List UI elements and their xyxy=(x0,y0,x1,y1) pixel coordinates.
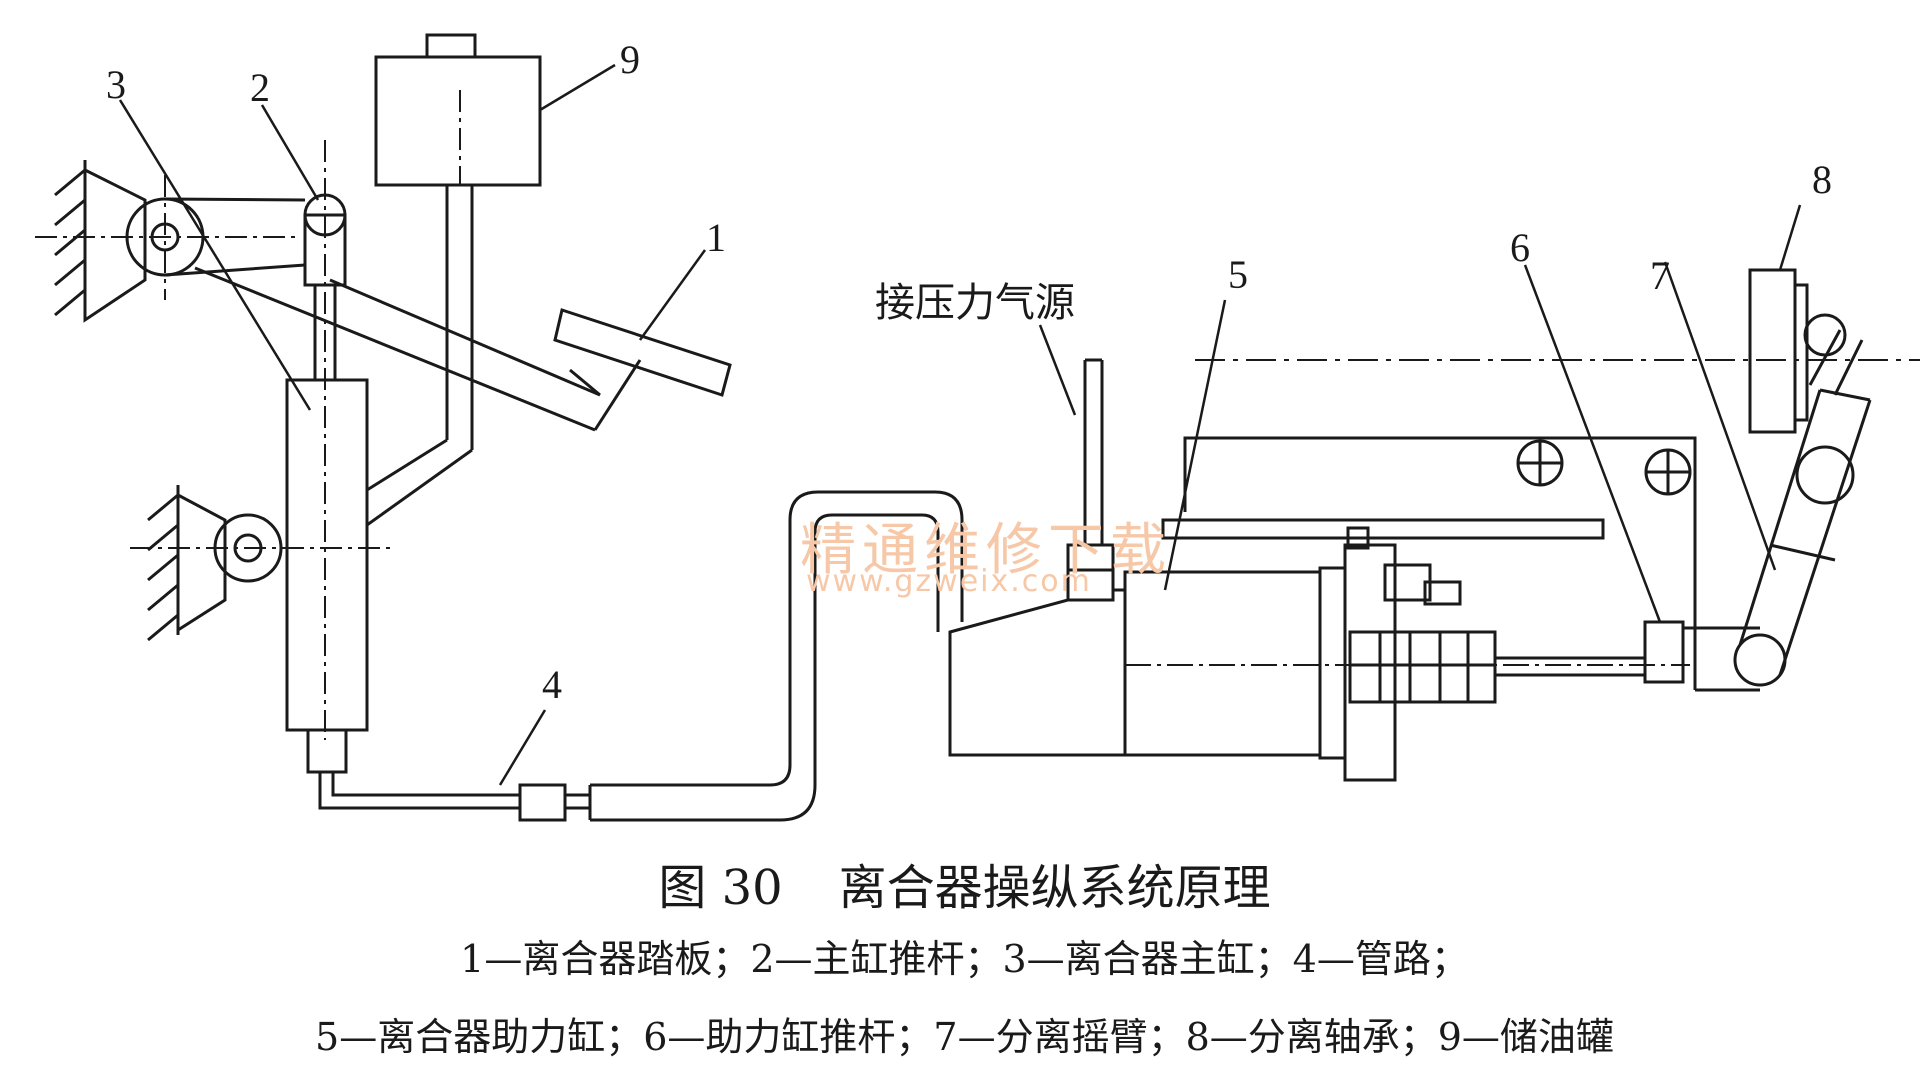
air-source-label: 接压力气源 xyxy=(875,280,1075,326)
watermark-url: www.gzweix.com xyxy=(806,564,1092,599)
booster-cylinder xyxy=(948,526,1690,782)
oil-reservoir xyxy=(366,33,542,527)
callout-8: 8 xyxy=(1812,157,1832,202)
pipeline xyxy=(318,490,964,822)
figure-caption: 图 30 离合器操纵系统原理 xyxy=(0,848,1929,918)
figure-number: 图 30 xyxy=(658,860,783,916)
master-push-rod xyxy=(303,140,347,740)
clutch-pedal xyxy=(164,197,732,432)
booster-push-rod xyxy=(1643,620,1760,684)
release-bearing xyxy=(1748,268,1847,434)
legend-line-1: 1—离合器踏板；2—主缸推杆；3—离合器主缸；4—管路； xyxy=(460,937,1469,981)
master-cylinder xyxy=(285,378,369,774)
callout-6: 6 xyxy=(1510,225,1530,270)
callout-1: 1 xyxy=(706,215,726,260)
callout-leaders xyxy=(118,63,1802,786)
callout-3: 3 xyxy=(106,62,126,107)
callout-4: 4 xyxy=(542,662,562,707)
callout-7: 7 xyxy=(1650,253,1670,298)
legend-line-2: 5—离合器助力缸；6—助力缸推杆；7—分离摇臂；8—分离轴承；9—储油罐 xyxy=(315,1015,1614,1059)
lower-wall-mount xyxy=(130,485,390,642)
callout-9: 9 xyxy=(620,37,640,82)
figure-title: 离合器操纵系统原理 xyxy=(838,860,1271,916)
callout-5: 5 xyxy=(1228,252,1248,297)
callout-2: 2 xyxy=(250,65,270,110)
upper-wall-mount xyxy=(35,160,300,323)
watermark-text: 精通维修下载 xyxy=(800,518,1172,583)
release-fork xyxy=(1663,261,1872,692)
mounting-frame xyxy=(1161,359,1920,690)
